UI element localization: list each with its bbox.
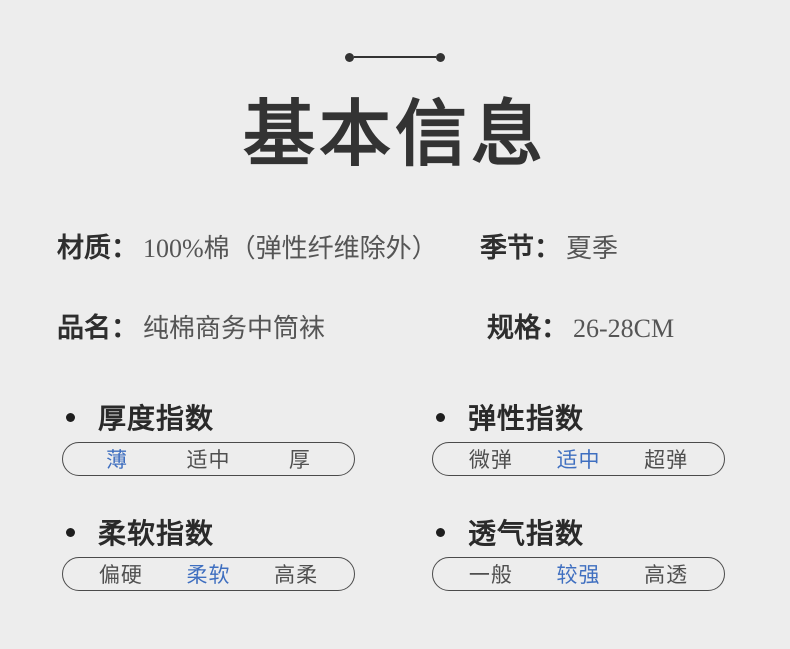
index-elasticity-option-2[interactable]: 超弹	[644, 448, 689, 472]
spec-material-value: 100%棉（弹性纤维除外）	[143, 234, 438, 263]
divider-line	[354, 56, 436, 58]
index-thickness-option-2[interactable]: 厚	[288, 448, 311, 472]
index-breathability-heading: 透气指数	[432, 515, 732, 550]
spec-size-label: 规格：	[487, 313, 568, 343]
page-title: 基本信息	[242, 95, 547, 175]
index-breathability-scale[interactable]: 一般 较强 高透	[432, 557, 725, 591]
index-elasticity-scale[interactable]: 微弹 适中 超弹	[432, 442, 725, 476]
spec-product-name-label: 品名：	[57, 313, 138, 343]
spec-material: 材质： 100%棉（弹性纤维除外）	[57, 226, 438, 265]
index-softness: 柔软指数 偏硬 柔软 高柔	[62, 515, 362, 591]
spec-product-name-value: 纯棉商务中筒袜	[143, 314, 326, 343]
index-elasticity-option-0[interactable]: 微弹	[468, 448, 513, 472]
spec-size-value: 26-28CM	[573, 314, 675, 343]
index-softness-heading: 柔软指数	[62, 515, 362, 550]
index-breathability: 透气指数 一般 较强 高透	[432, 515, 732, 591]
index-softness-option-1[interactable]: 柔软	[186, 563, 231, 587]
spec-season-value: 夏季	[566, 234, 619, 263]
dot-right-icon	[436, 52, 445, 62]
index-thickness-option-1[interactable]: 适中	[186, 448, 231, 472]
index-breathability-option-2[interactable]: 高透	[644, 563, 689, 587]
spec-season: 季节： 夏季	[480, 226, 618, 265]
index-elasticity-option-1[interactable]: 适中	[556, 448, 601, 472]
index-thickness-label: 厚度指数	[98, 404, 215, 435]
index-elasticity: 弹性指数 微弹 适中 超弹	[432, 400, 732, 476]
index-softness-option-0[interactable]: 偏硬	[98, 563, 143, 587]
spec-product-name: 品名： 纯棉商务中筒袜	[57, 306, 325, 345]
spec-size: 规格： 26-28CM	[487, 306, 674, 345]
spec-season-label: 季节：	[480, 233, 561, 263]
index-thickness-heading: 厚度指数	[62, 400, 362, 435]
bullet-icon	[66, 527, 75, 537]
index-thickness-option-0[interactable]: 薄	[106, 448, 129, 472]
index-breathability-label: 透气指数	[468, 519, 585, 550]
index-elasticity-label: 弹性指数	[468, 404, 585, 435]
index-elasticity-heading: 弹性指数	[432, 400, 732, 435]
index-breathability-option-0[interactable]: 一般	[468, 563, 513, 587]
bullet-icon	[436, 412, 445, 422]
index-breathability-option-1[interactable]: 较强	[556, 563, 601, 587]
index-softness-label: 柔软指数	[98, 519, 215, 550]
index-thickness-scale[interactable]: 薄 适中 厚	[62, 442, 355, 476]
spec-row-1: 材质： 100%棉（弹性纤维除外） 季节： 夏季	[0, 226, 790, 266]
index-softness-option-2[interactable]: 高柔	[274, 563, 319, 587]
title-divider	[0, 47, 790, 67]
dot-left-icon	[345, 52, 354, 62]
spec-row-2: 品名： 纯棉商务中筒袜 规格： 26-28CM	[0, 306, 790, 346]
bullet-icon	[436, 527, 445, 537]
index-thickness: 厚度指数 薄 适中 厚	[62, 400, 362, 476]
spec-material-label: 材质：	[57, 233, 138, 263]
bullet-icon	[66, 412, 75, 422]
index-softness-scale[interactable]: 偏硬 柔软 高柔	[62, 557, 355, 591]
